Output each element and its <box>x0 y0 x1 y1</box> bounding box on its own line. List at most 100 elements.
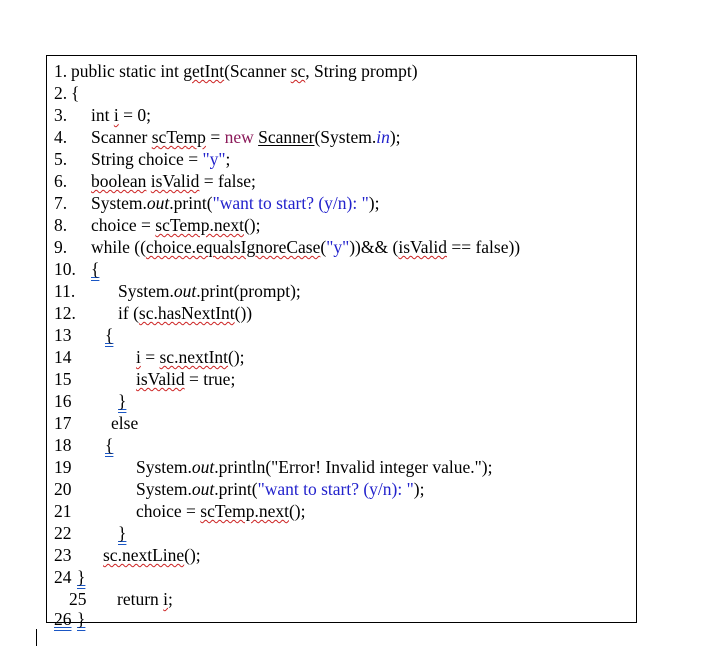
code-token: out <box>146 193 170 213</box>
code-token: "want to start? (y/n): " <box>212 193 369 213</box>
code-token: int <box>91 105 114 125</box>
code-token: choice = <box>136 501 201 521</box>
code-text: { <box>105 434 113 456</box>
code-token: , String prompt) <box>305 61 418 81</box>
code-text: if (sc.hasNextInt()) <box>118 302 252 324</box>
code-token: in <box>376 127 390 147</box>
line-number: 13 <box>54 325 72 345</box>
code-text: System.out.println("Error! Invalid integ… <box>136 456 492 478</box>
text-cursor <box>36 629 37 646</box>
code-token: .print(prompt); <box>196 281 301 301</box>
code-token: System. <box>136 457 192 477</box>
code-token: "y" <box>202 149 226 169</box>
code-text: i = sc.nextInt(); <box>136 346 245 368</box>
code-token: while (( <box>91 237 146 257</box>
code-text: String choice = "y"; <box>91 148 230 170</box>
code-token: "y" <box>326 237 350 257</box>
code-text: } <box>77 608 85 630</box>
code-token: sc <box>290 61 306 81</box>
code-text: return i; <box>117 588 173 610</box>
code-token: String choice = <box>91 149 203 169</box>
code-token: == false)) <box>446 237 521 257</box>
code-token: return <box>117 589 164 609</box>
code-token: .print( <box>214 479 258 499</box>
code-text: int i = 0; <box>91 104 151 126</box>
line-number: 24 <box>54 567 72 587</box>
line-number: 5. <box>54 149 68 169</box>
code-token: i <box>113 105 119 125</box>
code-token: (); <box>228 347 245 367</box>
code-token: Scanner <box>258 127 315 147</box>
code-text: else <box>111 412 138 434</box>
line-number: 22 <box>54 523 72 543</box>
code-text: System.out.print(prompt); <box>118 280 301 302</box>
code-token: { <box>105 435 114 455</box>
line-number: 8. <box>54 215 68 235</box>
code-token: sc.nextInt <box>159 347 229 367</box>
code-token: choice.equalsIgnoreCase <box>145 237 321 257</box>
line-number: 26 <box>54 609 72 629</box>
code-token: Scanner <box>91 127 152 147</box>
code-token: System. <box>91 193 147 213</box>
line-number: 25 <box>69 589 87 609</box>
code-token: } <box>77 609 86 629</box>
line-number: 12. <box>54 303 76 323</box>
line-number: 15 <box>54 369 72 389</box>
code-token: (); <box>288 501 306 521</box>
code-token: } <box>118 523 127 543</box>
code-text: } <box>118 522 126 544</box>
line-number: 7. <box>54 193 68 213</box>
code-text: } <box>77 566 85 588</box>
code-token: = <box>205 127 225 147</box>
line-number: 2. <box>54 83 68 103</box>
code-token: sc.nextLine <box>103 545 185 565</box>
line-number: 16 <box>54 391 72 411</box>
code-token: out <box>173 281 197 301</box>
line-number: 20 <box>54 479 72 499</box>
code-token: isValid <box>150 171 200 191</box>
line-number: 6. <box>54 171 68 191</box>
code-text: System.out.print("want to start? (y/n): … <box>136 478 424 500</box>
code-token: = true; <box>184 369 236 389</box>
line-number: 11. <box>54 281 76 301</box>
code-token: = 0; <box>118 105 151 125</box>
code-text: { <box>91 258 99 280</box>
code-token: ); <box>413 479 425 499</box>
code-text: boolean isValid = false; <box>91 170 256 192</box>
code-token: .print( <box>169 193 213 213</box>
code-token: i <box>163 589 169 609</box>
code-token: boolean <box>91 171 147 191</box>
line-number: 19 <box>54 457 72 477</box>
code-token: ); <box>368 193 380 213</box>
code-listing: 1.public static int getInt(Scanner sc, S… <box>46 55 637 629</box>
code-token: { <box>71 83 80 103</box>
code-token: scTemp.next <box>200 501 289 521</box>
code-text: } <box>118 390 126 412</box>
code-token: getInt <box>183 61 225 81</box>
code-token: (); <box>184 545 201 565</box>
code-token: ()) <box>234 303 253 323</box>
code-token: isValid <box>398 237 447 257</box>
code-token: System. <box>136 479 192 499</box>
code-token: "want to start? (y/n): " <box>257 479 414 499</box>
code-token: = <box>140 347 160 367</box>
code-token: (System. <box>314 127 377 147</box>
code-token: new <box>224 127 254 147</box>
line-number: 14 <box>54 347 72 367</box>
line-number: 1. <box>54 61 68 81</box>
code-token: { <box>91 259 100 279</box>
code-token: ; <box>168 589 173 609</box>
code-token: i <box>136 347 141 367</box>
code-text: { <box>71 82 79 104</box>
code-token: (); <box>243 215 261 235</box>
code-token: = false; <box>199 171 256 191</box>
code-token: sc.hasNextInt <box>138 303 235 323</box>
code-text: isValid = true; <box>136 368 235 390</box>
line-number: 18 <box>54 435 72 455</box>
code-text: while ((choice.equalsIgnoreCase("y"))&& … <box>91 236 520 258</box>
code-token: else <box>111 413 139 433</box>
code-token: scTemp <box>151 127 206 147</box>
line-number: 17 <box>54 413 72 433</box>
line-number: 10. <box>54 259 76 279</box>
code-token: ; <box>225 149 231 169</box>
